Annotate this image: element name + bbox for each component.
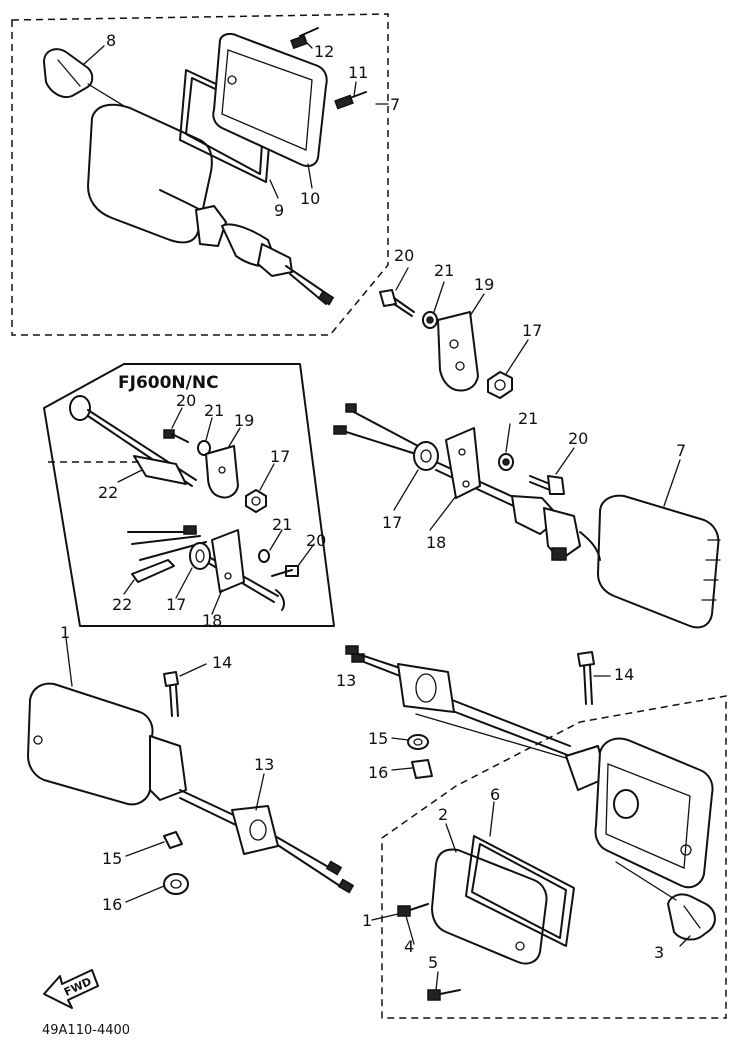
callout-17-upper: 17 [522,321,542,340]
mid-housing [579,494,721,629]
br-callout-13: 13 [336,671,356,690]
br-callout-16: 16 [368,763,388,782]
callout-21-upper: 21 [434,261,454,280]
callout-19-upper: 19 [474,275,494,294]
inset-callout-20b: 20 [306,531,326,550]
inset-callout-17b: 17 [166,595,186,614]
mid-washer-21 [498,453,514,471]
inset-upper-harness [48,395,197,487]
br-gasket-6 [465,835,575,947]
callout-7-top: 7 [390,95,400,114]
callout-9: 9 [274,201,284,220]
callout-12: 12 [314,42,334,61]
bl-collar-15 [163,831,183,849]
inset-nut-17a [245,489,267,513]
inset-bracket-18 [211,529,245,593]
inset-bracket-19 [205,445,239,499]
br-screw-5 [427,989,461,1001]
part-code: 49A110-4400 [42,1023,130,1038]
inset-callout-22a: 22 [98,483,118,502]
br-bulb-3 [667,893,716,941]
inset-callout-19: 19 [234,411,254,430]
bl-callout-14: 14 [212,653,232,672]
mid-bracket-18 [445,427,481,499]
nut-17-upper [487,371,513,399]
inset-lower-harness [127,525,285,611]
washer-21-upper [422,311,438,329]
top-left-turn-signal-assembly: 8 12 11 7 9 10 [11,13,400,336]
br-callout-15: 15 [368,729,388,748]
inset-bolt-20b [271,565,299,577]
bottom-right-turn-signal-assembly: 13 14 15 16 2 6 1 4 5 3 [336,645,727,1019]
bl-housing [27,682,187,806]
br-collar-15 [407,734,429,750]
inset-washer-21a [197,440,211,456]
callout-8: 8 [106,31,116,50]
middle-right-turn-signal-assembly: 21 20 7 17 18 [333,403,721,629]
mid-callout-17: 17 [382,513,402,532]
bottom-left-turn-signal-assembly: 1 14 13 15 16 [27,623,355,914]
inset-callout-22b: 22 [112,595,132,614]
inset-frame [43,363,335,627]
br-callout-2: 2 [438,805,448,824]
bl-nut-16 [163,873,189,895]
inset-grommet-17b [189,542,211,570]
inset-title: FJ600N/NC [118,373,219,393]
assembly-7-dashed-boundary [11,13,389,336]
callout-11: 11 [348,63,368,82]
mid-grommet-17 [413,441,439,471]
mid-bolt-20 [529,475,565,495]
bl-callout-1: 1 [60,623,70,642]
right-mount-hardware: 20 21 19 17 [379,246,542,399]
fj600-inset: FJ600N/NC 20 21 19 [43,363,335,630]
br-callout-4: 4 [404,937,414,956]
inset-bolt-20a [163,429,189,443]
mid-callout-21: 21 [518,409,538,428]
assembly-1-dashed-boundary [381,695,727,1019]
bl-callout-16: 16 [102,895,122,914]
inset-callout-20a: 20 [176,391,196,410]
bl-grommet-13 [231,805,279,855]
inset-washer-21b [258,549,270,563]
mid-callout-18: 18 [426,533,446,552]
br-bolt-14 [577,651,595,705]
br-wires [345,645,571,757]
mid-stem [511,495,581,561]
callout-20-upper: 20 [394,246,414,265]
bl-callout-13: 13 [254,755,274,774]
bl-callout-15: 15 [102,849,122,868]
br-callout-6: 6 [490,785,500,804]
br-nut-16 [411,759,433,779]
lens-10 [212,32,328,167]
callout-10: 10 [300,189,320,208]
mid-callout-20: 20 [568,429,588,448]
bracket-19-upper [437,311,479,392]
screw-11 [334,91,367,110]
mid-callout-7: 7 [676,441,686,460]
screw-12 [290,27,319,50]
inset-callout-21b: 21 [272,515,292,534]
br-housing [565,737,714,889]
br-screw-4 [397,903,429,917]
br-callout-14: 14 [614,665,634,684]
inset-callout-17a: 17 [270,447,290,466]
br-callout-3: 3 [654,943,664,962]
inset-callout-18: 18 [202,611,222,630]
inset-callout-21a: 21 [204,401,224,420]
br-callout-5: 5 [428,953,438,972]
br-grommet-13 [397,663,455,713]
bl-bolt-14 [163,671,179,717]
br-callout-1: 1 [362,911,372,930]
bl-wires [179,789,355,894]
fwd-arrow: FWD [43,969,99,1009]
bolt-20-upper [379,289,415,317]
